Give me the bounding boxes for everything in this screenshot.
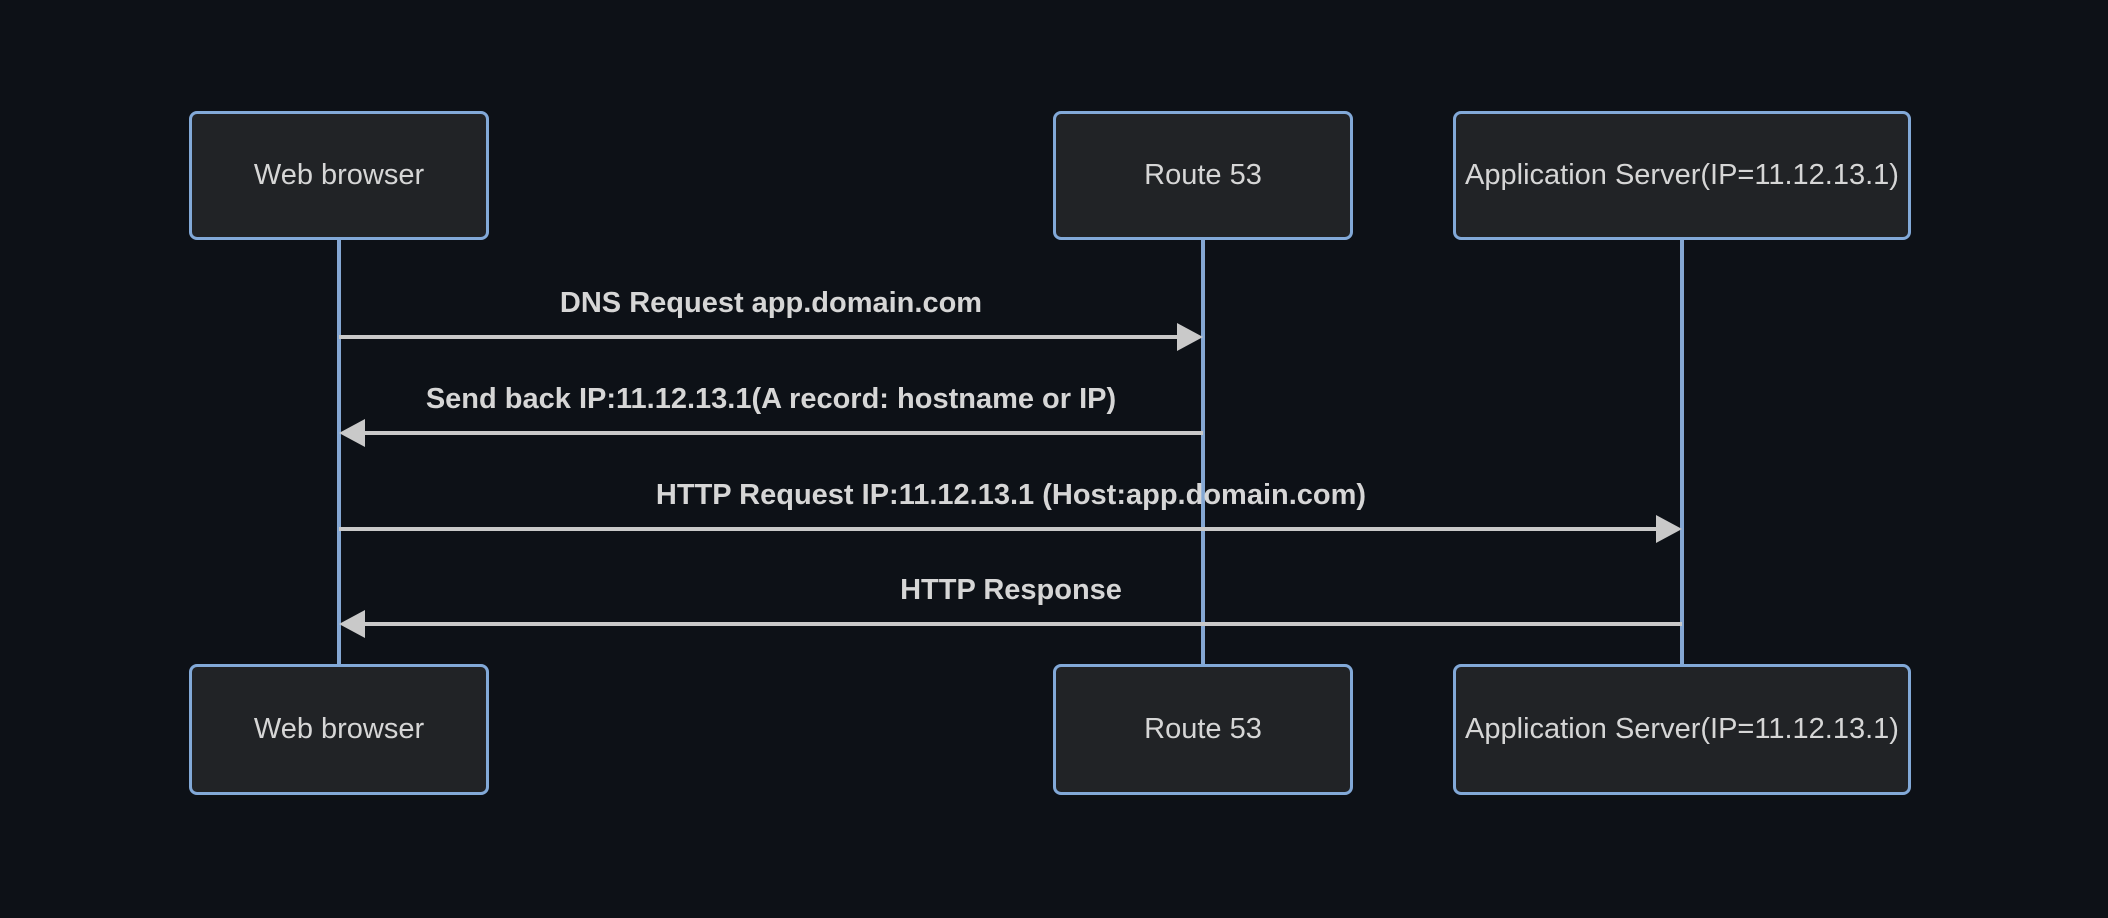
actor-web-browser-top: Web browser <box>189 111 489 240</box>
message-arrow-http-request <box>339 527 1662 531</box>
message-label-dns-response: Send back IP:11.12.13.1(A record: hostna… <box>425 383 1117 415</box>
actor-route53-top: Route 53 <box>1053 111 1353 240</box>
message-label-dns-request: DNS Request app.domain.com <box>559 287 983 319</box>
actor-route53-bottom: Route 53 <box>1053 664 1353 795</box>
actor-route53-label: Route 53 <box>1144 713 1262 745</box>
actor-web-browser-label: Web browser <box>253 159 425 191</box>
message-label-http-response: HTTP Response <box>900 574 1122 606</box>
actor-application-server-label: Application Server(IP=11.12.13.1) <box>1465 713 1899 745</box>
arrowhead-left-icon <box>339 419 365 447</box>
lifeline-web-browser <box>337 240 341 664</box>
message-arrow-dns-response <box>363 431 1203 435</box>
actor-application-server-top: Application Server(IP=11.12.13.1) <box>1453 111 1911 240</box>
message-arrow-http-response <box>363 622 1682 626</box>
message-arrow-dns-request <box>339 335 1183 339</box>
actor-application-server-bottom: Application Server(IP=11.12.13.1) <box>1453 664 1911 795</box>
arrowhead-left-icon <box>339 610 365 638</box>
actor-web-browser-bottom: Web browser <box>189 664 489 795</box>
lifeline-route53 <box>1201 240 1205 664</box>
lifeline-application-server <box>1680 240 1684 664</box>
arrowhead-right-icon <box>1177 323 1203 351</box>
actor-application-server-label: Application Server(IP=11.12.13.1) <box>1465 159 1899 191</box>
message-label-http-request: HTTP Request IP:11.12.13.1 (Host:app.dom… <box>655 479 1367 511</box>
actor-route53-label: Route 53 <box>1144 159 1262 191</box>
arrowhead-right-icon <box>1656 515 1682 543</box>
actor-web-browser-label: Web browser <box>253 713 425 745</box>
